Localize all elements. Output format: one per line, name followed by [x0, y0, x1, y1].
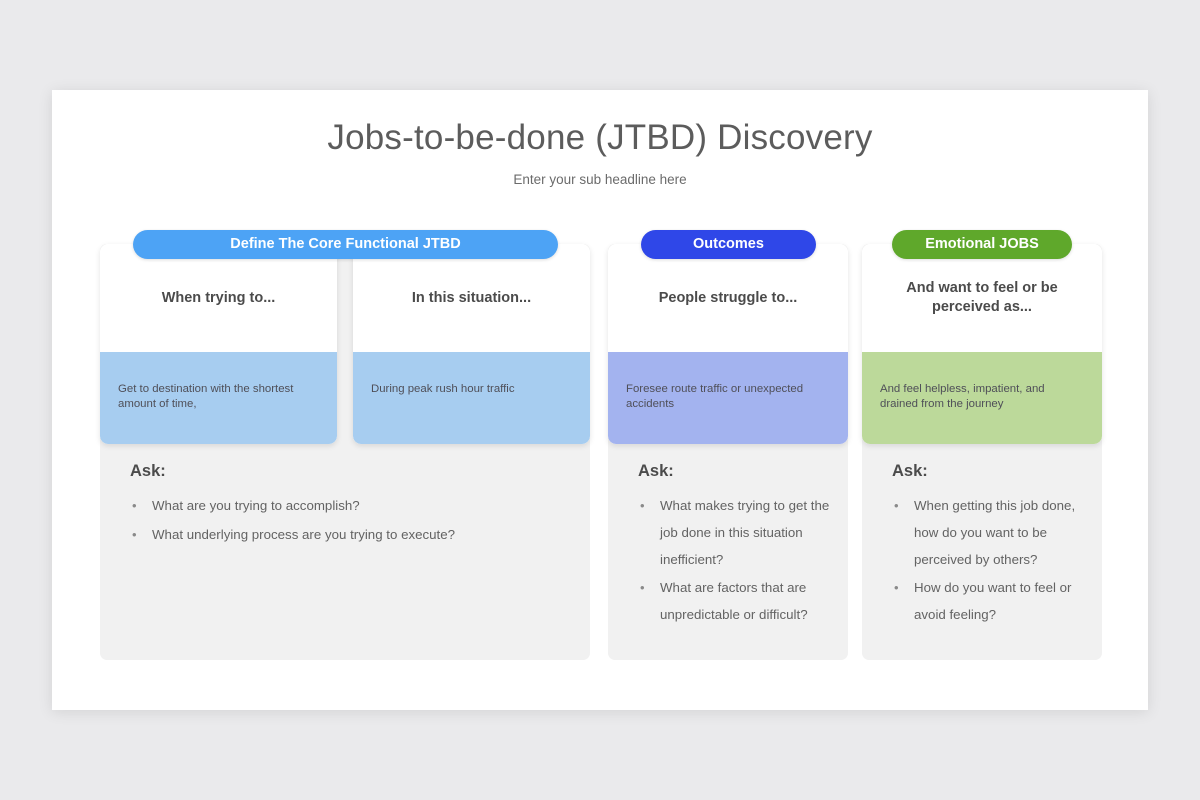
- list-item: What are factors that are unpredictable …: [636, 574, 834, 628]
- list-item: When getting this job done, how do you w…: [890, 492, 1088, 573]
- card-when-trying-to[interactable]: When trying to... Get to destination wit…: [100, 244, 337, 444]
- banner-pill-functional-jtbd[interactable]: Define The Core Functional JTBD: [133, 230, 558, 259]
- card-body-text: And feel helpless, impatient, and draine…: [880, 383, 1045, 410]
- ask-heading: Ask:: [892, 462, 928, 480]
- card-body-text: During peak rush hour traffic: [371, 383, 515, 395]
- card-body-area: And feel helpless, impatient, and draine…: [862, 352, 1102, 444]
- card-heading-area: In this situation...: [353, 244, 590, 352]
- card-body-area: Get to destination with the shortest amo…: [100, 352, 337, 444]
- slide-canvas: Jobs-to-be-done (JTBD) Discovery Enter y…: [52, 90, 1148, 710]
- card-heading: When trying to...: [161, 289, 276, 306]
- card-want-to-feel-as[interactable]: And want to feel or be perceived as... A…: [862, 244, 1102, 444]
- card-body-area: During peak rush hour traffic: [353, 352, 590, 444]
- card-heading-area: And want to feel or be perceived as...: [862, 244, 1102, 352]
- ask-heading: Ask:: [130, 462, 166, 480]
- card-heading-area: When trying to...: [100, 244, 337, 352]
- page-title: Jobs-to-be-done (JTBD) Discovery: [327, 118, 873, 157]
- card-row: When trying to... Get to destination wit…: [100, 244, 590, 444]
- card-heading-area: People struggle to...: [608, 244, 848, 352]
- ask-question-list: What makes trying to get the job done in…: [636, 492, 834, 629]
- card-row: People struggle to... Foresee route traf…: [608, 244, 848, 444]
- card-heading: And want to feel or be perceived as...: [906, 280, 1058, 315]
- banner-pill-outcomes[interactable]: Outcomes: [641, 230, 816, 259]
- ask-question-list: When getting this job done, how do you w…: [890, 492, 1088, 629]
- list-item: What underlying process are you trying t…: [128, 521, 576, 549]
- card-body-text: Foresee route traffic or unexpected acci…: [626, 383, 804, 410]
- card-heading: People struggle to...: [658, 289, 798, 306]
- list-item: What makes trying to get the job done in…: [636, 492, 834, 573]
- jtbd-board: Ask: What are you trying to accomplish? …: [100, 230, 1102, 660]
- ask-question-list: What are you trying to accomplish? What …: [128, 492, 576, 550]
- card-people-struggle-to[interactable]: People struggle to... Foresee route traf…: [608, 244, 848, 444]
- ask-heading: Ask:: [638, 462, 674, 480]
- page-subtitle: Enter your sub headline here: [513, 172, 687, 187]
- card-body-text: Get to destination with the shortest amo…: [118, 383, 294, 410]
- list-item: What are you trying to accomplish?: [128, 492, 576, 520]
- list-item: How do you want to feel or avoid feeling…: [890, 574, 1088, 628]
- card-in-this-situation[interactable]: In this situation... During peak rush ho…: [353, 244, 590, 444]
- card-heading: In this situation...: [411, 289, 532, 306]
- card-body-area: Foresee route traffic or unexpected acci…: [608, 352, 848, 444]
- banner-pill-emotional-jobs[interactable]: Emotional JOBS: [892, 230, 1072, 259]
- card-row: And want to feel or be perceived as... A…: [862, 244, 1102, 444]
